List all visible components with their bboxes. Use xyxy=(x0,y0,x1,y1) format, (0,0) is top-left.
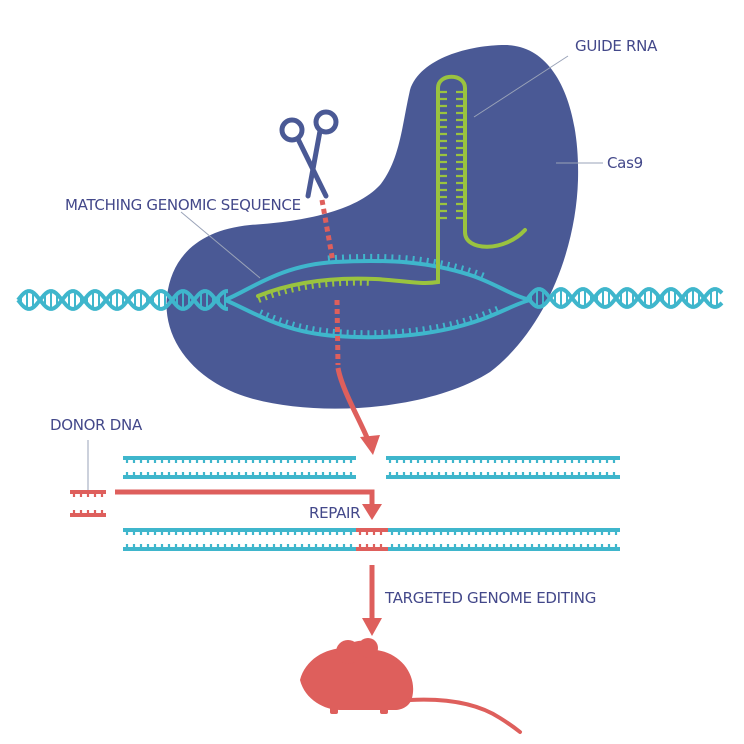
cut-line-lower xyxy=(334,299,341,366)
base-tick xyxy=(473,269,478,277)
cleavage-arrowhead xyxy=(360,435,380,455)
base-tick xyxy=(419,256,422,264)
scissors-icon xyxy=(279,109,339,199)
base-tick xyxy=(325,328,329,336)
base-tick xyxy=(455,319,460,327)
base-tick xyxy=(439,260,444,268)
base-tick xyxy=(284,319,289,327)
base-tick xyxy=(271,314,276,323)
base-tick xyxy=(494,305,500,314)
base-tick xyxy=(460,265,465,273)
base-tick xyxy=(297,283,301,292)
base-tick xyxy=(257,295,262,303)
base-tick xyxy=(468,315,473,323)
cut-line-upper xyxy=(319,199,336,263)
guide-rna-label: GUIDE RNA xyxy=(575,37,658,55)
base-tick xyxy=(422,326,426,334)
base-tick xyxy=(435,323,440,332)
base-tick xyxy=(488,308,493,316)
base-tick xyxy=(405,255,408,263)
base-tick xyxy=(475,313,480,321)
base-tick xyxy=(277,317,283,325)
base-tick xyxy=(481,311,487,319)
base-tick xyxy=(318,327,322,335)
guide-rna-leader xyxy=(473,55,569,118)
base-tick xyxy=(453,263,458,271)
base-tick xyxy=(408,327,412,336)
base-tick xyxy=(466,267,471,275)
base-tick xyxy=(332,328,336,336)
dna-helix-right xyxy=(526,287,724,309)
base-tick xyxy=(442,322,446,330)
base-tick xyxy=(401,328,405,336)
base-tick xyxy=(317,280,321,288)
base-tick xyxy=(304,324,309,333)
base-tick xyxy=(412,255,415,264)
repair-label: REPAIR xyxy=(309,504,360,522)
matching-sequence-leader xyxy=(180,211,261,279)
base-tick xyxy=(276,288,281,297)
mouse-icon xyxy=(300,638,522,734)
base-tick xyxy=(290,285,294,293)
base-tick xyxy=(432,258,437,267)
base-tick xyxy=(283,287,288,295)
base-tick xyxy=(311,281,315,289)
base-tick xyxy=(324,280,328,288)
base-tick xyxy=(462,317,467,325)
base-tick xyxy=(270,290,275,299)
base-tick xyxy=(446,261,451,269)
cleaved-dna-left xyxy=(123,456,356,479)
targeted-editing-label: TARGETED GENOME EDITING xyxy=(384,589,596,607)
base-tick xyxy=(258,309,264,317)
base-tick xyxy=(264,312,270,320)
base-tick xyxy=(429,325,433,333)
base-tick xyxy=(480,272,485,280)
base-tick xyxy=(311,326,315,334)
donor-arrow xyxy=(115,489,375,506)
base-tick xyxy=(331,279,335,287)
cas9-label: Cas9 xyxy=(607,154,643,172)
donor-dna-label: DONOR DNA xyxy=(50,416,143,434)
guide-rna xyxy=(256,74,527,303)
donor-arrowhead xyxy=(362,504,382,520)
unwound-dna xyxy=(224,253,531,340)
base-tick xyxy=(263,293,268,301)
base-tick xyxy=(449,321,453,329)
repaired-dna xyxy=(123,528,620,551)
cleaved-dna-right xyxy=(386,456,620,479)
base-tick xyxy=(297,323,302,331)
base-tick xyxy=(415,327,419,335)
donor-dna xyxy=(70,490,106,517)
dna-helix-left xyxy=(16,289,228,311)
base-tick xyxy=(327,255,331,263)
base-tick xyxy=(425,257,430,265)
editing-arrowhead xyxy=(362,618,382,636)
cleavage-arrow xyxy=(335,367,371,441)
matching-sequence-label: MATCHING GENOMIC SEQUENCE xyxy=(65,196,301,214)
base-tick xyxy=(304,282,308,290)
base-tick xyxy=(291,321,296,329)
cas9-protein xyxy=(166,45,579,409)
